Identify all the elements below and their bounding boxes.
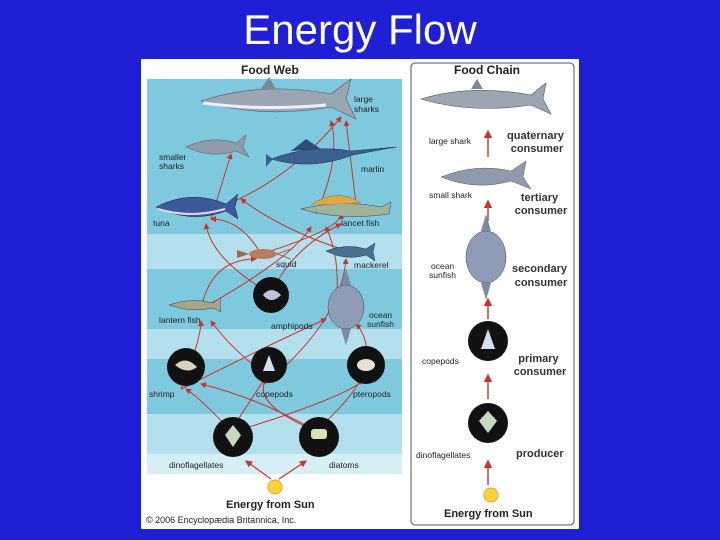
label-ocean-sunfish-chain: ocean sunfish	[429, 261, 457, 280]
label-lancet-fish: lancet fish	[341, 218, 380, 228]
food-chain-energy-label: Energy from Sun	[444, 508, 533, 520]
label-tuna: tuna	[153, 218, 170, 228]
label-large-shark-chain: large shark	[429, 136, 472, 146]
food-chain-title: Food Chain	[454, 63, 520, 77]
label-copepods-web: copepods	[256, 389, 293, 399]
shrimp-illustration	[167, 348, 205, 386]
label-lantern-fish: lantern fish	[159, 315, 201, 325]
role-tertiary-consumer: tertiary consumer	[515, 192, 568, 217]
large-shark-illustration-chain	[419, 79, 552, 115]
lantern-fish-illustration	[168, 296, 222, 313]
label-mackerel: mackerel	[354, 260, 389, 270]
lancet-fish-illustration	[300, 195, 392, 217]
role-secondary-consumer: secondary consumer	[512, 263, 570, 289]
label-smaller-sharks: smaller sharks	[159, 152, 189, 171]
label-dinoflagellates-web: dinoflagellates	[169, 460, 223, 470]
label-diatoms: diatoms	[329, 460, 359, 470]
mackerel-illustration	[325, 242, 376, 262]
food-chain-panel: Food Chain large shark small shark ocean	[410, 62, 575, 526]
small-shark-illustration-chain	[440, 160, 532, 190]
food-web-panel: Food Web	[147, 63, 402, 511]
large-sharks-illustration	[200, 77, 357, 120]
label-dinoflagellates-chain: dinoflagellates	[416, 450, 470, 460]
label-small-shark-chain: small shark	[429, 190, 473, 200]
dinoflagellates-illustration-chain	[468, 403, 508, 443]
dinoflagellates-illustration-web	[213, 417, 253, 457]
ocean-sunfish-illustration	[327, 269, 365, 345]
food-web-energy-label: Energy from Sun	[226, 499, 315, 511]
diatoms-illustration	[299, 417, 339, 457]
slide-title: Energy Flow	[243, 6, 477, 53]
copepods-illustration-web	[251, 347, 287, 383]
role-producer: producer	[516, 448, 564, 460]
amphipods-illustration	[253, 277, 289, 313]
label-copepods-chain: copepods	[422, 356, 459, 366]
label-ocean-sunfish-web: ocean sunfish	[367, 310, 395, 329]
label-shrimp: shrimp	[149, 389, 175, 399]
role-quaternary-consumer: quaternary consumer	[507, 130, 567, 155]
smaller-sharks-illustration	[185, 134, 250, 158]
role-primary-consumer: primary consumer	[514, 353, 567, 378]
label-large-sharks: large sharks	[354, 94, 379, 114]
label-marlin: marlin	[361, 164, 384, 174]
label-squid: squid	[276, 259, 297, 269]
squid-illustration	[237, 248, 292, 260]
tuna-illustration	[155, 193, 239, 220]
energy-flow-figure: Food Web	[141, 59, 579, 529]
label-amphipods: amphipods	[271, 321, 313, 331]
pteropods-illustration	[347, 346, 385, 384]
copepods-illustration-chain	[468, 321, 508, 361]
ocean-sunfish-illustration-chain	[465, 214, 507, 300]
marlin-illustration	[266, 139, 397, 167]
credit-line: © 2006 Encyclopædia Britannica, Inc.	[146, 515, 296, 525]
food-web-sun-arrows	[245, 460, 307, 480]
sun-icon	[267, 479, 283, 495]
sun-icon-chain	[483, 487, 499, 503]
food-web-title: Food Web	[241, 63, 299, 77]
label-pteropods: pteropods	[353, 389, 391, 399]
